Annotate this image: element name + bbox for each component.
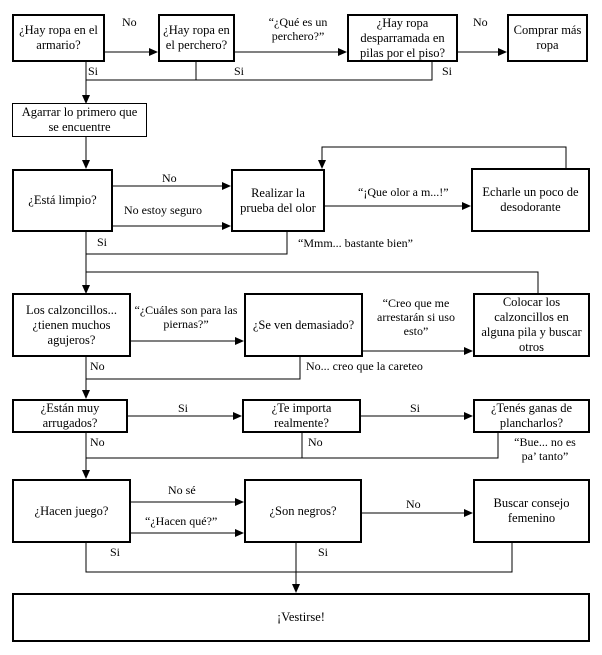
node-planchar: ¿Tenés ganas de plancharlos?: [473, 399, 590, 433]
label-no-se: No sé: [168, 483, 196, 497]
label-si-pilas: Si: [442, 64, 453, 78]
label-no-negros: No: [406, 497, 421, 511]
label-que-olor: “¡Que olor a m...!”: [358, 185, 449, 199]
node-importa: ¿Te importa realmente?: [242, 399, 361, 433]
label-bue: “Bue... no es pa’ tanto”: [514, 435, 576, 463]
node-calzoncillos: Los calzoncillos... ¿tienen muchos aguje…: [12, 293, 131, 357]
label-no-seguro: No estoy seguro: [124, 203, 202, 217]
label-no-limpio: No: [162, 171, 177, 185]
node-negros: ¿Son negros?: [244, 479, 362, 543]
node-juego: ¿Hacen juego?: [12, 479, 131, 543]
label-no-armario: No: [122, 15, 137, 29]
node-ropa-armario: ¿Hay ropa en el armario?: [12, 14, 105, 62]
node-colocar: Colocar los calzoncillos en alguna pila …: [473, 293, 590, 357]
label-si-importa: Si: [410, 401, 421, 415]
label-si-arrugados: Si: [178, 401, 189, 415]
label-si-negros: Si: [318, 545, 329, 559]
label-si-perchero: Si: [234, 64, 245, 78]
node-ropa-pilas: ¿Hay ropa desparramada en pilas por el p…: [347, 14, 458, 62]
node-comprar: Comprar más ropa: [507, 14, 588, 62]
label-si-armario: Si: [88, 64, 99, 78]
label-si-juego: Si: [110, 545, 121, 559]
label-no-agujeros: No: [90, 359, 105, 373]
node-prueba-olor: Realizar la prueba del olor: [231, 169, 325, 232]
label-si-limpio: Si: [97, 235, 108, 249]
label-no-careteo: No... creo que la careteo: [306, 359, 423, 373]
label-hacen-que: “¿Hacen qué?”: [145, 514, 218, 528]
label-que-es-perchero: “¿Qué es un perchero?”: [268, 15, 328, 43]
node-limpio: ¿Está limpio?: [12, 169, 113, 232]
node-ropa-perchero: ¿Hay ropa en el perchero?: [158, 14, 235, 62]
node-se-ven: ¿Se ven demasiado?: [244, 293, 363, 357]
label-no-arrugados: No: [90, 435, 105, 449]
label-mmm: “Mmm... bastante bien”: [298, 236, 413, 250]
label-cuales-piernas: “¿Cuáles son para las piernas?”: [134, 303, 238, 331]
node-agarrar: Agarrar lo primero que se encuentre: [12, 103, 147, 137]
label-no-pilas: No: [473, 15, 488, 29]
node-arrugados: ¿Están muy arrugados?: [12, 399, 128, 433]
node-vestirse: ¡Vestirse!: [12, 593, 590, 642]
node-consejo: Buscar consejo femenino: [473, 479, 590, 543]
label-arrestaran: “Creo que me arrestarán si uso esto”: [377, 296, 455, 338]
label-no-importa: No: [308, 435, 323, 449]
node-desodorante: Echarle un poco de desodorante: [471, 168, 590, 232]
